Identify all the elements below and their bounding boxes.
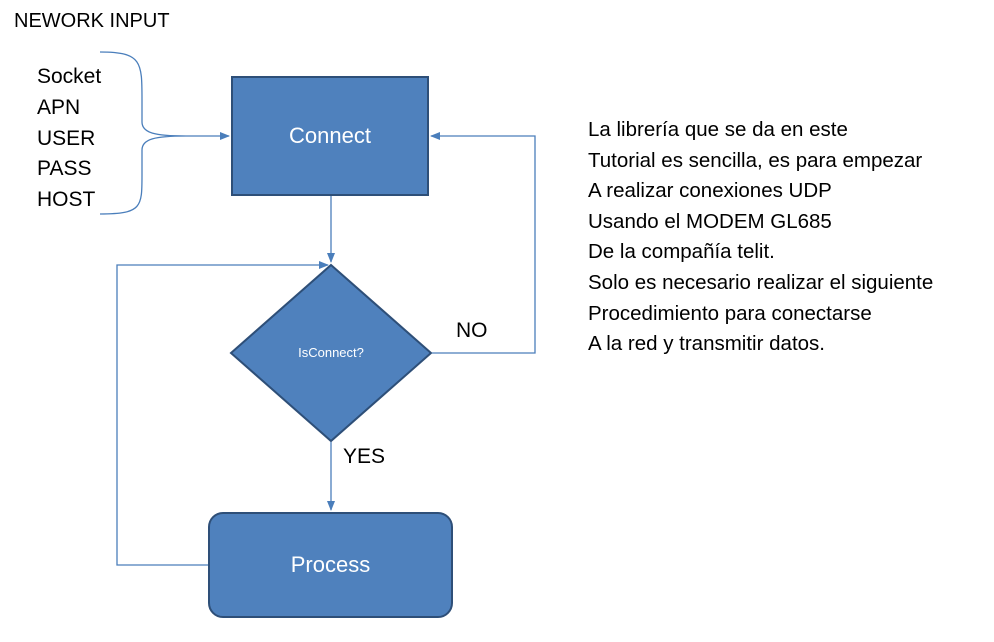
input-brace <box>99 51 187 215</box>
process-node-label: Process <box>290 552 371 577</box>
connect-node-label: Connect <box>289 123 371 148</box>
decision-node <box>229 263 433 443</box>
input-item-socket: Socket <box>37 65 102 88</box>
network-input-title: NEWORK INPUT <box>14 10 170 32</box>
connect-node <box>231 76 429 196</box>
no-branch-label: NO <box>456 319 488 342</box>
description-line: Solo es necesario realizar el siguiente <box>588 270 934 294</box>
input-item-apn: APN <box>37 95 81 119</box>
description-line: De la compañía telit. <box>588 240 775 264</box>
description-line: Tutorial es sencilla, es para empezar <box>588 148 923 172</box>
input-item-host: HOST <box>37 188 96 212</box>
description-line: La librería que se da en este <box>588 118 848 141</box>
process-node <box>208 512 453 618</box>
input-item-pass: PASS <box>37 157 92 181</box>
description-line: A realizar conexiones UDP <box>588 179 832 203</box>
process-loop-arrow <box>116 261 329 566</box>
network-input-list: Socket APN USER PASS HOST <box>37 62 101 216</box>
description-text: La librería que se da en este Tutorial e… <box>588 115 933 360</box>
description-line: A la red y transmitir datos. <box>588 332 825 356</box>
no-loop-arrow <box>430 132 536 354</box>
description-line: Procedimiento para conectarse <box>588 301 872 325</box>
input-item-user: USER <box>37 126 96 150</box>
yes-branch-label: YES <box>343 445 386 468</box>
description-line: Usando el MODEM GL685 <box>588 209 832 233</box>
decision-node-label: IsConnect? <box>298 345 364 360</box>
